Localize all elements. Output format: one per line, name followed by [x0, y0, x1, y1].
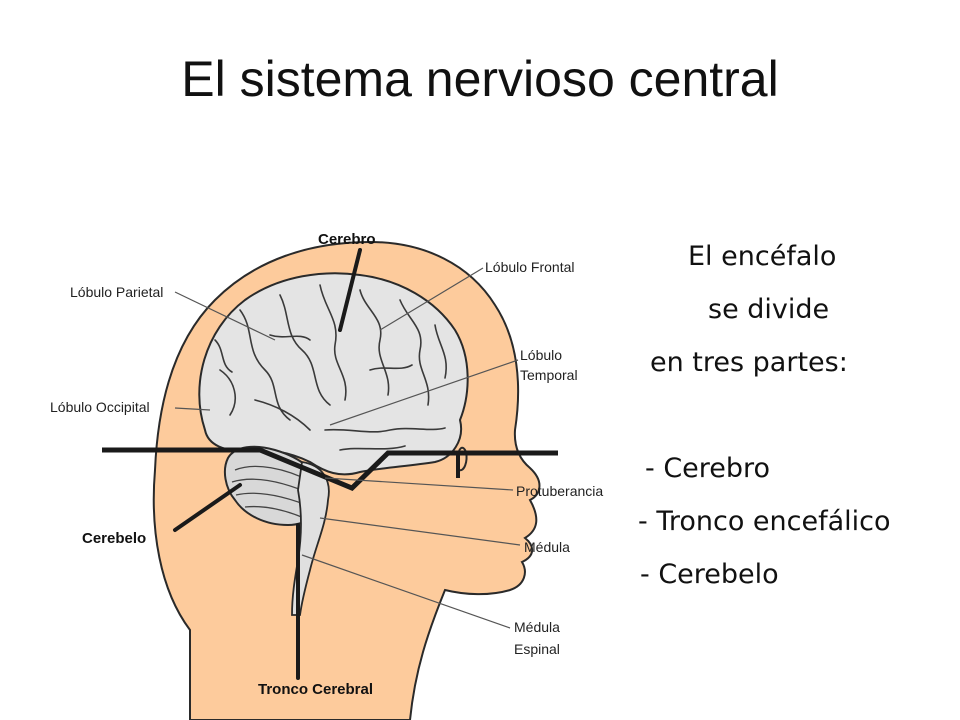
- bold-leaders: [173, 248, 362, 680]
- label-medula-espinal-line1: Médula: [514, 619, 560, 635]
- leader-lines: [174, 267, 521, 629]
- text-line-1: El encéfalo: [688, 241, 837, 272]
- text-line-3: en tres partes:: [650, 347, 848, 378]
- label-medula-espinal-line2: Espinal: [514, 641, 560, 657]
- brain-folds: [214, 284, 447, 451]
- label-cerebelo: Cerebelo: [82, 530, 146, 547]
- label-lobulo-occipital: Lóbulo Occipital: [50, 399, 150, 415]
- label-tronco-cerebral: Tronco Cerebral: [258, 681, 373, 698]
- label-lobulo-temporal-line2: Temporal: [520, 367, 578, 383]
- list-item-tronco: - Tronco encefálico: [638, 506, 891, 537]
- label-medula: Médula: [524, 539, 570, 555]
- label-cerebro: Cerebro: [318, 231, 376, 248]
- label-protuberancia: Protuberancia: [516, 483, 603, 499]
- label-lobulo-frontal: Lóbulo Frontal: [485, 259, 575, 275]
- section-line: [102, 447, 558, 491]
- label-lobulo-temporal-line1: Lóbulo: [520, 347, 562, 363]
- brain-diagram: Cerebro Lóbulo Frontal Lóbulo Parietal L…: [40, 200, 640, 720]
- label-lobulo-parietal: Lóbulo Parietal: [70, 284, 163, 300]
- text-line-2: se divide: [708, 294, 830, 325]
- brain-cerebrum: [198, 272, 469, 476]
- slide-title: El sistema nervioso central: [181, 51, 779, 107]
- brainstem: [291, 460, 330, 616]
- list-item-cerebro: - Cerebro: [645, 453, 771, 484]
- list-item-cerebelo: - Cerebelo: [640, 559, 779, 590]
